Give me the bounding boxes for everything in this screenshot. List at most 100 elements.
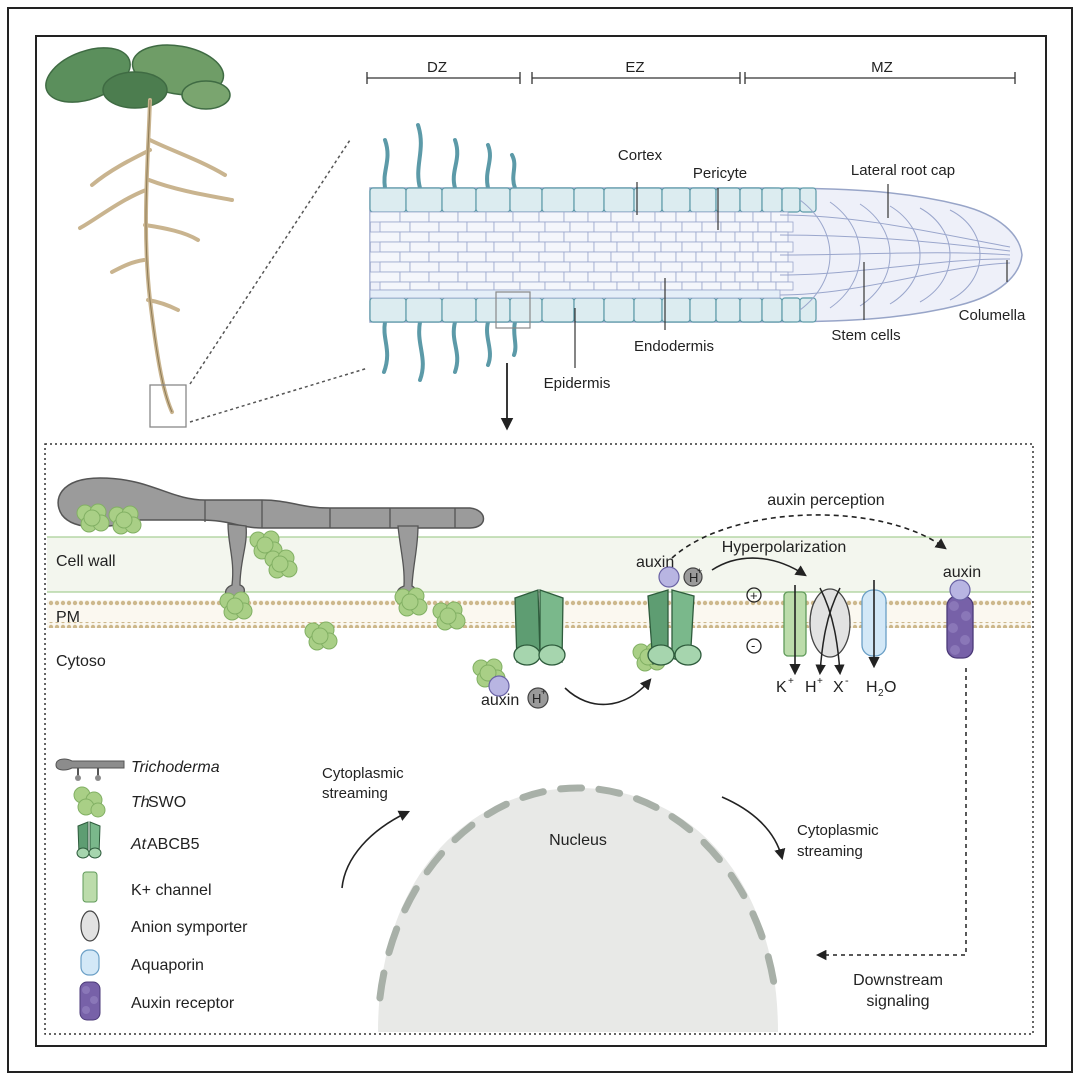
inner-cell — [544, 241, 571, 253]
cell-zoom-box — [495, 291, 531, 329]
label-k: K — [776, 679, 787, 696]
inner-cell — [438, 241, 468, 253]
inner-cell — [739, 261, 759, 273]
label-streaming-left-1: Cytoplasmic — [322, 765, 404, 782]
inner-cell — [695, 211, 717, 223]
inner-cell — [457, 251, 487, 263]
inner-cell — [466, 241, 495, 253]
inner-cell — [409, 281, 440, 291]
tip-cell-wall — [779, 234, 1011, 252]
inner-cell — [701, 281, 722, 291]
inner-cell — [775, 221, 794, 233]
trichoderma-hyphae — [57, 477, 485, 600]
inner-cell-layers — [369, 211, 794, 299]
inner-cell — [457, 211, 487, 223]
epidermis-cell — [761, 187, 783, 213]
plus-sign-text: + — [750, 588, 758, 603]
label-cortex: Cortex — [618, 147, 663, 164]
legend-trichoderma-label: Trichoderma — [131, 759, 220, 776]
hyperpolarization-arrow — [711, 557, 807, 577]
inner-cell — [660, 241, 683, 253]
abcb5-transporter-closed — [513, 589, 566, 666]
envelope-segment — [595, 785, 624, 797]
epidermis-cell — [799, 187, 817, 213]
inner-cell — [638, 241, 662, 253]
inner-cell — [593, 281, 618, 291]
envelope-segment — [385, 925, 401, 957]
plant-illustration — [45, 44, 369, 428]
legend-k-channel-icon — [82, 871, 98, 903]
inner-cell — [399, 211, 430, 223]
auxin-molecule-bottom — [488, 675, 510, 697]
epidermis-cell — [799, 297, 817, 323]
epidermis-cell — [689, 297, 717, 323]
inner-cell — [701, 261, 722, 273]
inner-cell — [681, 261, 703, 273]
label-hyperpolarization: Hyperpolarization — [722, 539, 847, 556]
zone-dz-label: DZ — [427, 59, 447, 76]
root-hairs-bottom — [382, 320, 518, 382]
legend-trichoderma-icon — [55, 758, 125, 771]
inner-cell — [379, 241, 411, 253]
inner-cell — [720, 261, 741, 273]
label-epidermis: Epidermis — [544, 375, 611, 392]
envelope-segment — [376, 969, 388, 1002]
envelope-segment — [668, 813, 694, 834]
inner-cell — [512, 251, 540, 263]
inner-cell — [610, 251, 634, 263]
tip-cell-wall — [779, 262, 1011, 296]
zone-brackets — [366, 72, 1016, 84]
inner-cell — [757, 241, 777, 253]
nuclear-envelope — [376, 784, 778, 1002]
inner-cell — [720, 221, 741, 233]
inner-cell — [593, 221, 618, 233]
envelope-segment — [401, 885, 420, 914]
inner-cell — [715, 231, 736, 243]
zoom-line-top — [189, 139, 351, 385]
epidermis-cell — [405, 297, 443, 323]
inner-cell — [616, 281, 640, 291]
inner-cell — [538, 211, 565, 223]
root-section — [369, 123, 1023, 382]
abcb5-transporter-open — [647, 589, 702, 666]
inner-cell — [569, 221, 595, 233]
leaf — [102, 71, 168, 109]
outer-frame — [7, 7, 1073, 1073]
thswo-cluster — [304, 621, 338, 651]
inner-cell — [485, 251, 514, 263]
inner-cell — [569, 241, 595, 253]
inner-cell — [610, 211, 634, 223]
proton-bottom-h: H — [532, 691, 541, 706]
envelope-segment — [519, 788, 547, 801]
label-x-minus: - — [845, 675, 849, 687]
envelope-segment — [451, 821, 476, 844]
inner-cell — [379, 281, 411, 291]
inner-cell — [438, 281, 468, 291]
label-pericyte: Pericyte — [693, 165, 747, 182]
epidermis-cell — [781, 297, 801, 323]
auxin-perception-arrow — [671, 514, 947, 559]
legend-aquaporin-icon — [80, 949, 100, 976]
minus-sign-text: - — [751, 638, 755, 653]
label-x: X — [833, 679, 844, 696]
inner-cell — [438, 261, 468, 273]
inner-cell — [563, 211, 589, 223]
inner-cell — [428, 251, 459, 263]
legend-atabcb5-prefix: At — [130, 836, 147, 853]
proton-top — [683, 567, 703, 587]
inner-cell — [616, 241, 640, 253]
nucleus-body — [378, 788, 778, 1032]
inner-cell — [739, 221, 759, 233]
epidermis-cell — [573, 187, 605, 213]
thswo-cluster — [394, 587, 428, 617]
legend: Trichoderma Th SWO At ABCB5 K+ channel A… — [55, 758, 248, 1021]
inner-cell — [519, 281, 546, 291]
inner-cell — [610, 231, 634, 243]
epidermis-cell — [573, 297, 605, 323]
inner-cell — [563, 271, 589, 283]
epidermis-cell — [475, 297, 511, 323]
cell-detail-panel — [44, 443, 1034, 1035]
epidermis-cell — [509, 187, 543, 213]
inner-cell — [739, 241, 759, 253]
inner-cell — [519, 261, 546, 273]
